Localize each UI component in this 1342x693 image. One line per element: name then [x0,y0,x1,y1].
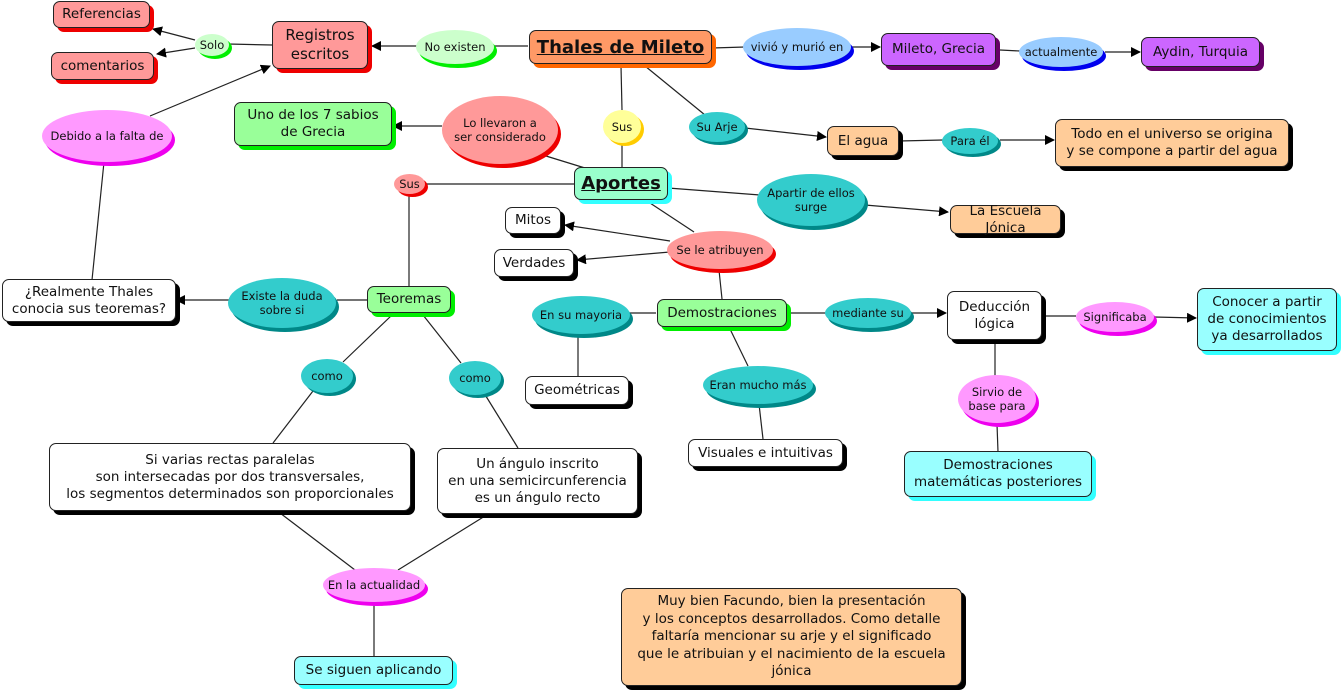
concept-teoremas[interactable]: Teoremas [367,286,451,313]
link-sus-top[interactable]: Sus [603,110,641,143]
concept-comentarios[interactable]: comentarios [51,52,154,80]
concept-deduccion[interactable]: Deducción lógica [947,291,1042,340]
link-no-existen[interactable]: No existen [416,30,494,64]
arrow [864,204,949,217]
concept-angulo[interactable]: Un ángulo inscrito en una semicircunfere… [437,448,638,514]
link-llevaron[interactable]: Lo llevaron a ser considerado [442,96,558,164]
concept-mitos[interactable]: Mitos [505,207,561,234]
line [397,515,486,571]
link-para-el[interactable]: Para él [942,128,998,154]
line [227,43,273,46]
concept-aydin[interactable]: Aydin, Turquia [1141,37,1260,67]
line [718,269,723,300]
line [758,403,764,440]
line [422,314,462,364]
line [711,46,746,49]
arrow [152,26,196,41]
line [999,49,1021,52]
concept-geometricas[interactable]: Geométricas [525,376,629,405]
concept-visuales[interactable]: Visuales e intuitivas [688,439,843,467]
line [996,423,999,453]
arrow [576,251,671,265]
concept-sabios[interactable]: Uno de los 7 sabios de Grecia [234,102,392,146]
link-sus-left[interactable]: Sus [394,174,425,194]
concept-demostraciones[interactable]: Demostraciones [657,299,787,327]
line [898,139,944,142]
link-significaba[interactable]: Significaba [1076,302,1154,332]
line [272,390,314,444]
comment-box[interactable]: Muy bien Facundo, bien la presentación y… [621,588,962,686]
concept-agua[interactable]: El agua [827,126,899,156]
link-atribuyen[interactable]: Se le atribuyen [667,231,773,269]
concept-registros[interactable]: Registros escritos [272,21,368,69]
concept-thales[interactable]: Thales de Mileto [529,30,712,64]
link-mediante[interactable]: mediante su [825,298,911,328]
line [342,314,393,363]
line [483,392,519,449]
line [91,161,105,281]
link-mayoria[interactable]: En su mayoria [532,296,630,334]
concept-referencias[interactable]: Referencias [53,1,150,28]
link-actualmente[interactable]: actualmente [1019,37,1103,67]
line [649,202,695,233]
link-su-arje[interactable]: Su Arje [689,112,745,142]
link-actualidad[interactable]: En la actualidad [323,568,425,602]
concept-demo-posteriores[interactable]: Demostraciones matemáticas posteriores [904,451,1092,497]
concept-rectas[interactable]: Si varias rectas paralelas son interseca… [49,443,411,511]
link-solo[interactable]: Solo [195,34,229,56]
line [620,65,623,111]
link-vivio[interactable]: vivió y murió en [743,28,851,66]
concept-realmente[interactable]: ¿Realmente Thales conocia sus teoremas? [2,279,176,322]
line [644,65,706,116]
concept-escuela[interactable]: La Escuela Jónica [950,203,1061,236]
link-debido[interactable]: Debido a la falta de [42,110,172,162]
concept-siguen[interactable]: Se siguen aplicando [294,656,453,685]
link-duda[interactable]: Existe la duda sobre si [228,278,336,328]
line [532,151,586,169]
line [667,187,761,196]
concept-mileto[interactable]: Mileto, Grecia [881,33,996,66]
link-apartir[interactable]: Apartir de ellos surge [757,174,865,226]
arrow [149,64,271,117]
concept-conocer[interactable]: Conocer a partir de conocimientos ya des… [1197,288,1337,351]
concept-aportes[interactable]: Aportes [574,167,668,200]
arrow [744,127,827,141]
arrow [156,47,196,58]
link-como-2[interactable]: como [449,361,501,395]
arrow [1153,312,1197,323]
concept-todo[interactable]: Todo en el universo se origina y se comp… [1055,119,1289,167]
line [279,512,356,571]
link-eran[interactable]: Eran mucho más [703,366,813,404]
line [729,328,749,367]
concept-verdades[interactable]: Verdades [494,249,574,277]
link-sirvio[interactable]: Sirvio de base para [958,375,1036,423]
link-como-1[interactable]: como [301,359,353,393]
arrow [564,221,671,242]
